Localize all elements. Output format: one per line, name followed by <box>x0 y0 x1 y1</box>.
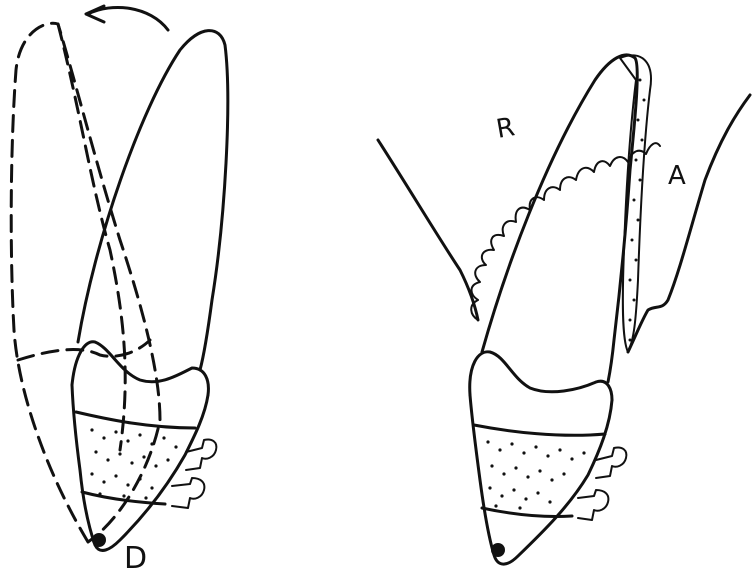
left-tooth-root <box>78 31 228 370</box>
right-tooth-tip-dot <box>491 543 505 557</box>
original-position-outline <box>11 23 160 542</box>
right-tooth-cervical-line <box>470 352 612 400</box>
right-tooth-upper-hook <box>596 447 626 478</box>
left-tooth-lower-hook <box>172 478 204 508</box>
original-position-crossing-line <box>58 24 125 450</box>
label-a: A <box>668 161 686 191</box>
left-tooth-cervical-line <box>72 342 208 395</box>
rotation-arrow-head <box>86 6 104 22</box>
left-tooth-tip-dot <box>92 533 106 547</box>
left-tooth-crown <box>72 385 208 550</box>
original-position-inner-line <box>18 340 150 360</box>
label-r: R <box>494 112 517 145</box>
right-gum-left-line <box>378 140 478 320</box>
right-tooth-lower-hook <box>578 490 608 520</box>
label-d: D <box>124 541 147 576</box>
right-tooth-root <box>482 55 637 382</box>
right-tooth-crown <box>470 395 612 564</box>
left-tooth-group: D <box>11 6 228 576</box>
right-tooth-group: R A <box>378 55 750 564</box>
left-tooth-band <box>76 412 195 504</box>
